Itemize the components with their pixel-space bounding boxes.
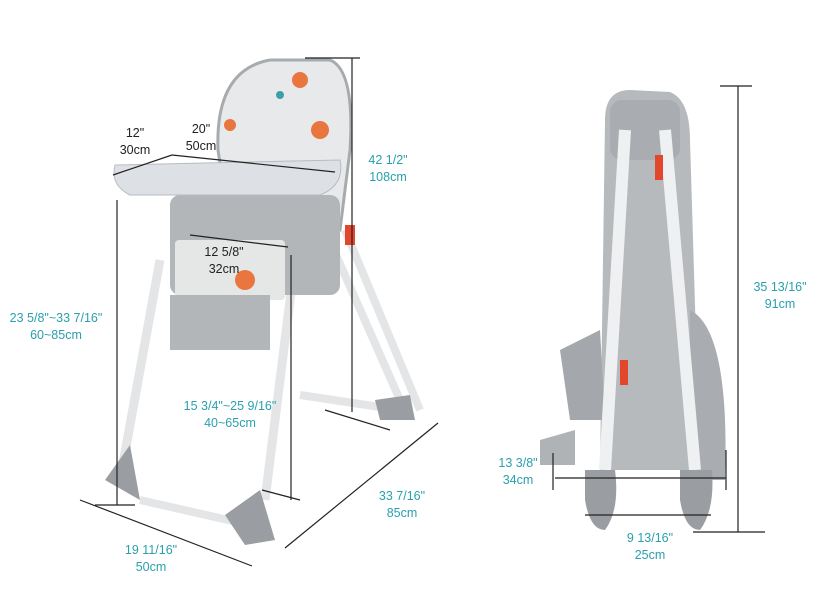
folded-depth-label: 13 3/8" 34cm [498, 455, 537, 489]
cm: 108cm [369, 170, 407, 184]
cm: 60~85cm [30, 328, 82, 342]
in: 20" [191, 122, 211, 136]
folded-height-label: 35 13/16" 91cm [753, 279, 806, 313]
tray-width-label: 20" 50cm [186, 121, 217, 155]
tray-depth-label: 12" 30cm [120, 125, 151, 159]
cm: 25cm [634, 548, 666, 562]
cm: 30cm [119, 143, 151, 157]
in: 12" [125, 126, 145, 140]
in: 33 7/16" [378, 489, 426, 503]
cm: 50cm [185, 139, 217, 153]
folded-high-chair [540, 90, 726, 530]
base-depth-label: 33 7/16" 85cm [379, 488, 425, 522]
cm: 40~65cm [204, 416, 256, 430]
cm: 85cm [386, 506, 418, 520]
dimension-lines [79, 57, 765, 567]
in: 42 1/2" [368, 153, 408, 167]
cm: 91cm [764, 297, 796, 311]
cm: 50cm [135, 560, 167, 574]
in: 9 13/16" [626, 531, 674, 545]
in: 13 3/8" [498, 456, 538, 470]
total-height-label: 42 1/2" 108cm [368, 152, 407, 186]
seat-width-label: 12 5/8" 32cm [204, 244, 243, 278]
seat-height-label: 15 3/4"~25 9/16" 40~65cm [184, 398, 277, 432]
in: 15 3/4"~25 9/16" [183, 399, 277, 413]
tray-height-label: 23 5/8"~33 7/16" 60~85cm [10, 310, 103, 344]
cm: 34cm [502, 473, 534, 487]
in: 12 5/8" [204, 245, 244, 259]
in: 23 5/8"~33 7/16" [9, 311, 103, 325]
base-width-label: 19 11/16" 50cm [125, 542, 177, 576]
in: 35 13/16" [753, 280, 807, 294]
open-high-chair [105, 58, 424, 545]
folded-width-label: 9 13/16" 25cm [627, 530, 673, 564]
in: 19 11/16" [124, 543, 178, 557]
cm: 32cm [208, 262, 240, 276]
